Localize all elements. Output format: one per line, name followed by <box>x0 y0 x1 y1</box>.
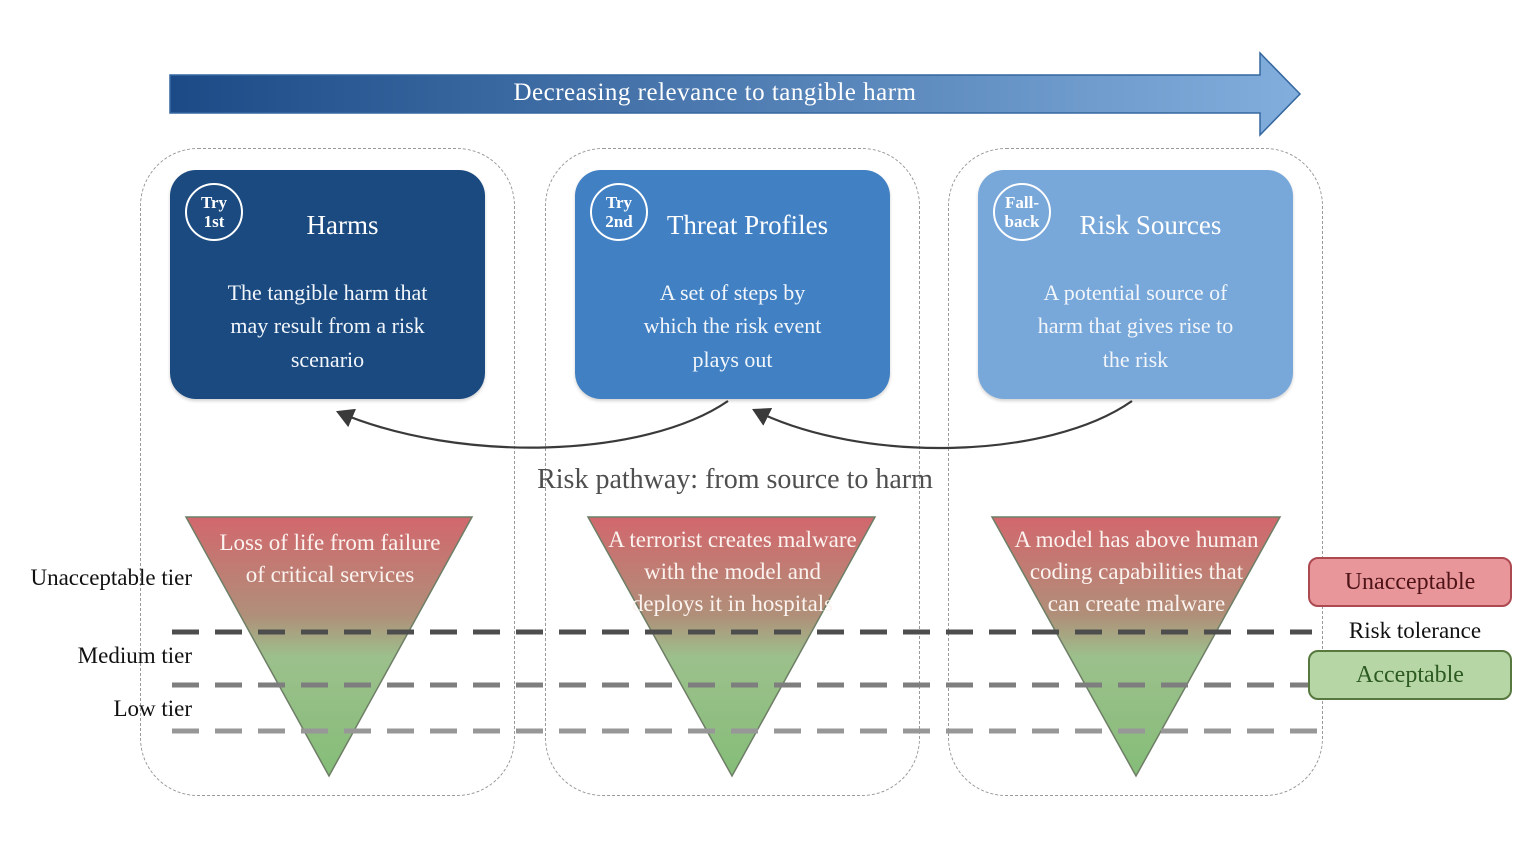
harms-description: The tangible harm that may result from a… <box>227 280 428 372</box>
risk-pathway-label: Risk pathway: from source to harm <box>537 464 933 495</box>
harms-scenario-text: Loss of life from failure of critical se… <box>219 530 441 588</box>
try-1st-badge: Try 1st <box>185 183 243 241</box>
source-risk-triangle <box>990 516 1282 778</box>
threat-risk-triangle <box>586 516 877 778</box>
source-scenario-text: A model has above human coding capabilit… <box>1014 527 1259 617</box>
acceptable-legend-box: Acceptable <box>1308 650 1512 700</box>
risk-sources-title: Risk Sources <box>1079 210 1222 240</box>
threat-profiles-description: A set of steps by which the risk event p… <box>643 280 822 372</box>
threat-scenario-text: A terrorist creates malware with the mod… <box>608 527 857 617</box>
threat-profiles-column-container <box>545 148 920 796</box>
unacceptable-legend-label: Unacceptable <box>1344 568 1476 595</box>
harms-box: Try 1st Harms The tangible harm that may… <box>170 170 485 399</box>
unacceptable-tier-label: Unacceptable tier <box>30 565 192 590</box>
threat-profiles-box: Try 2nd Threat Profiles A set of steps b… <box>575 170 890 399</box>
try-2nd-badge: Try 2nd <box>590 183 648 241</box>
harms-column-container <box>140 148 515 796</box>
threat-profiles-title: Threat Profiles <box>666 210 829 240</box>
harms-title: Harms <box>306 210 379 240</box>
low-tier-label: Low tier <box>113 696 192 721</box>
harms-risk-triangle <box>184 516 474 778</box>
risk-sources-box: Fall- back Risk Sources A potential sour… <box>978 170 1293 399</box>
unacceptable-legend-box: Unacceptable <box>1308 557 1512 607</box>
threat-to-harm-arrow <box>335 400 729 449</box>
medium-tier-label: Medium tier <box>77 643 192 668</box>
risk-sources-column-container <box>948 148 1323 796</box>
fall-back-badge: Fall- back <box>993 183 1051 241</box>
decreasing-relevance-label: Decreasing relevance to tangible harm <box>513 79 917 106</box>
decreasing-relevance-arrow <box>169 51 1302 137</box>
source-to-threat-arrow <box>752 400 1133 450</box>
risk-sources-description: A potential source of harm that gives ri… <box>1037 280 1234 372</box>
risk-tolerance-label: Risk tolerance <box>1348 618 1482 643</box>
acceptable-legend-label: Acceptable <box>1356 661 1464 688</box>
